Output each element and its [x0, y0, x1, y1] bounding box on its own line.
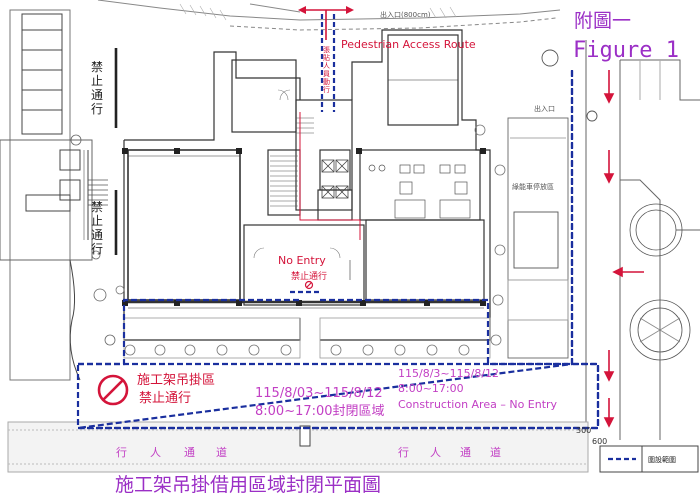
elevators	[321, 159, 349, 199]
figure-title-en: Figure 1	[573, 38, 679, 63]
planters	[115, 124, 506, 359]
closure-date-en: 115/8/3~115/8/12	[398, 367, 500, 380]
columns	[122, 148, 486, 306]
bike-parking-label: 綠能車停放區	[512, 183, 554, 191]
right-entrance-label: 出入口	[534, 105, 555, 113]
left-no-pass-label-2: 禁止通行	[91, 200, 104, 256]
closure-time-en: 8:00~17:00	[398, 382, 464, 395]
main-building	[123, 29, 491, 341]
walkway-char: 道	[490, 446, 501, 459]
walkway-char: 道	[216, 446, 227, 459]
walkway-char: 行	[116, 446, 127, 459]
left-trees	[70, 134, 116, 346]
interior-doors	[243, 89, 351, 280]
walkway-char: 行	[398, 446, 409, 459]
figure-title-cn: 附圖一	[574, 10, 632, 32]
small-no-entry-sign	[304, 280, 314, 290]
construction-area-label: Construction Area – No Entry	[398, 398, 558, 411]
no-entry-label-cn: 禁止通行	[291, 272, 328, 282]
right-site	[507, 49, 598, 359]
road-right	[585, 40, 700, 440]
left-no-pass-label-1: 禁止通行	[91, 60, 104, 116]
closure-date-cn: 115/8/03~115/8/12	[255, 386, 383, 401]
pedestrian-route-lines	[320, 14, 336, 112]
drawing-title: 施工架吊掛借用區域封閉平面圖	[115, 474, 382, 496]
dimension-300: 300	[576, 426, 592, 435]
no-entry-label: No Entry	[278, 254, 326, 267]
walkway-char: 通	[460, 446, 471, 459]
right-red-arrows	[603, 70, 644, 428]
site-boundary	[97, 0, 561, 31]
walkway-char: 人	[150, 446, 161, 459]
top-entrance-label: 出入口(800cm)	[380, 11, 431, 19]
scaffold-no-entry-label: 禁止通行	[139, 391, 192, 406]
route-red-arrowhead-right	[346, 6, 354, 14]
left-stair	[88, 179, 108, 206]
dimension-600: 600	[592, 437, 608, 446]
left-building	[0, 9, 93, 381]
closure-area-outline	[76, 362, 600, 430]
pedestrian-route-label: Pedestrian Access Route	[341, 38, 476, 51]
closure-time-cn: 8:00~17:00封閉區域	[255, 404, 385, 419]
legend-label: 圍設範圍	[648, 456, 676, 464]
route-vertical-label: 張貼人員動行	[323, 46, 330, 94]
internal-red-path	[299, 112, 361, 240]
scaffold-area-label: 施工架吊掛區	[137, 373, 216, 388]
walkway-char: 通	[184, 446, 195, 459]
walkway-char: 人	[430, 446, 441, 459]
walkway-band	[7, 421, 589, 473]
top-hatch	[179, 3, 457, 21]
route-red-arrowhead-left	[298, 6, 306, 14]
stairs-core	[270, 117, 314, 207]
restroom-fixtures	[368, 164, 471, 219]
no-entry-circle-sign	[97, 374, 129, 406]
right-circles	[629, 203, 691, 361]
